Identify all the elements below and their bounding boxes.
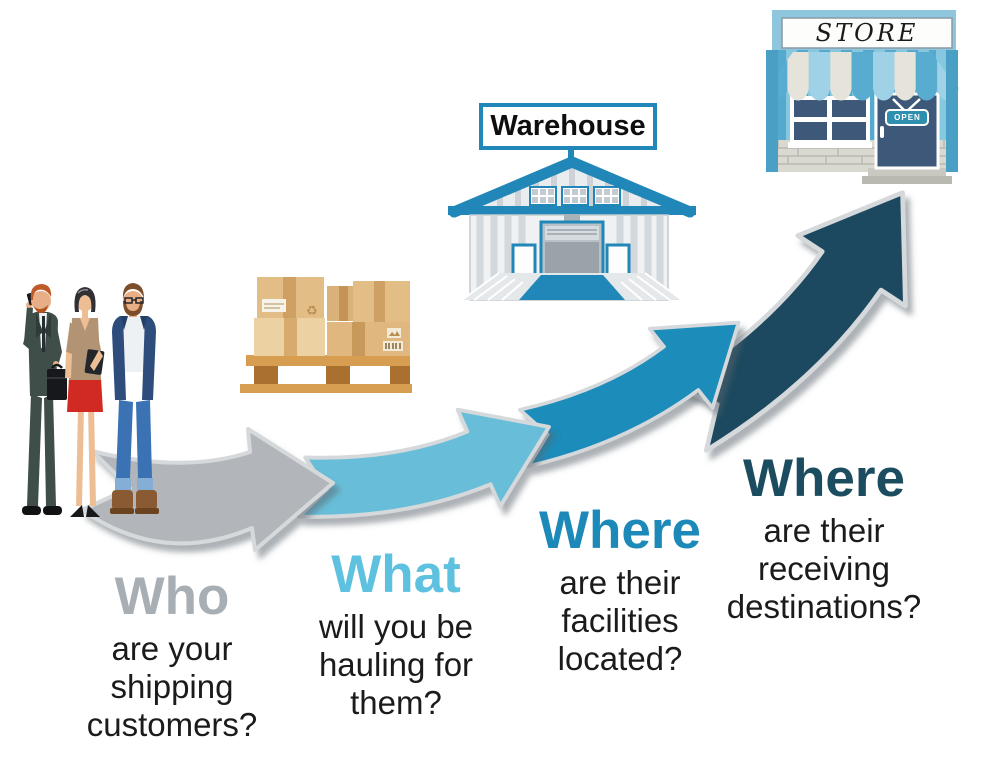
arrow-step-1 [80, 427, 335, 552]
question-block-where-destinations: Where are their receiving destinations? [674, 448, 974, 626]
warehouse-sign-label: Warehouse [479, 103, 657, 150]
customers-people-icon [22, 283, 159, 517]
warehouse-side-door-left [511, 243, 537, 277]
question-block-who: Who are your shipping customers? [22, 566, 322, 744]
question-heading: Where [539, 501, 701, 560]
store-window [788, 96, 872, 148]
open-sign-text: OPEN [894, 113, 921, 122]
question-body: are their facilities located? [557, 564, 683, 677]
question-heading: What [331, 545, 461, 604]
question-block-what: What will you be hauling for them? [246, 544, 546, 722]
open-sign-plate [885, 109, 929, 126]
question-body: will you be hauling for them? [318, 608, 474, 721]
store-sign-board [781, 17, 953, 49]
warehouse-side-door-right [605, 243, 631, 277]
door-handle [880, 126, 884, 138]
store-door [874, 92, 940, 170]
casual-man [110, 283, 159, 514]
store-building-icon [766, 10, 959, 184]
question-block-where-facilities: Where are their facilities located? [470, 500, 770, 678]
recycle-icon: ♻ [306, 303, 318, 318]
question-heading: Who [114, 567, 230, 626]
store-awning [766, 52, 959, 101]
question-body: are their receiving destinations? [726, 512, 922, 625]
cargo-boxes-pallet-icon: ♻ [240, 277, 412, 393]
arrow-step-4 [639, 185, 967, 451]
businessman-on-phone [22, 284, 67, 515]
question-body: are your shipping customers? [86, 630, 258, 743]
warehouse-building-icon [448, 148, 696, 301]
label-picture-icon [389, 331, 400, 336]
clerestory-windows [529, 186, 621, 206]
question-heading: Where [743, 449, 905, 508]
businesswoman-with-tablet [65, 287, 105, 517]
store-sign-text: STORE [815, 18, 919, 47]
